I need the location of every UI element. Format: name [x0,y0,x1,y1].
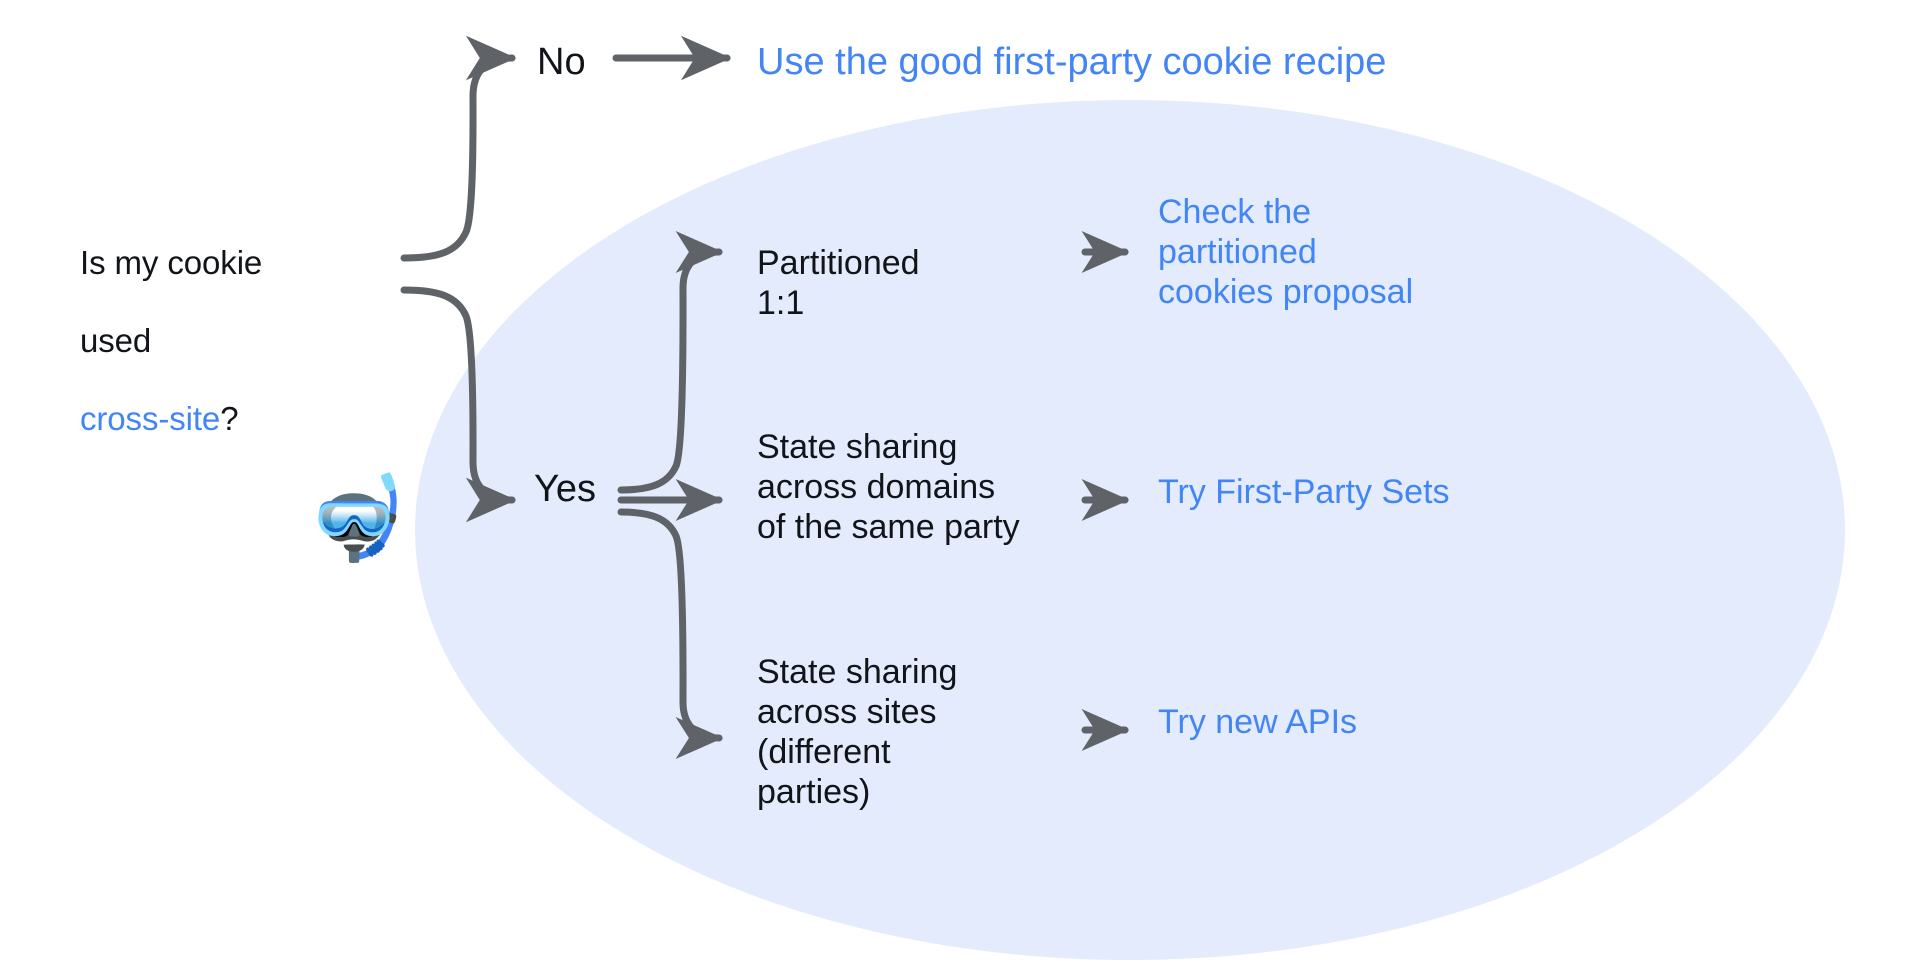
diving-mask-icon: 🤿 [305,473,408,564]
question-line-2: used [80,322,380,361]
question-line-3: cross-site? [80,400,380,439]
outcome-partitioned-cookies-proposal[interactable]: Check the partitioned cookies proposal [1158,193,1414,312]
option-state-sharing-domains: State sharing across domains of the same… [757,428,1020,547]
question-line-1: Is my cookie [80,243,263,281]
outcome-first-party-sets[interactable]: Try First-Party Sets [1158,473,1450,511]
question-mark: ? [220,399,239,437]
edge-question-to-no [400,35,517,262]
branch-label-no: No [537,41,586,83]
branch-label-yes: Yes [534,468,596,510]
question-block: Is my cookie used cross-site? [80,205,380,478]
cross-site-link[interactable]: cross-site [80,399,221,437]
question-line-2-text: used [80,321,152,359]
option-partitioned: Partitioned 1:1 [757,244,920,323]
outcome-first-party-recipe[interactable]: Use the good first-party cookie recipe [757,41,1387,83]
option-state-sharing-sites: State sharing across sites (different pa… [757,653,958,812]
outcome-new-apis[interactable]: Try new APIs [1158,703,1358,741]
cross-site-highlight-ellipse [415,100,1845,960]
